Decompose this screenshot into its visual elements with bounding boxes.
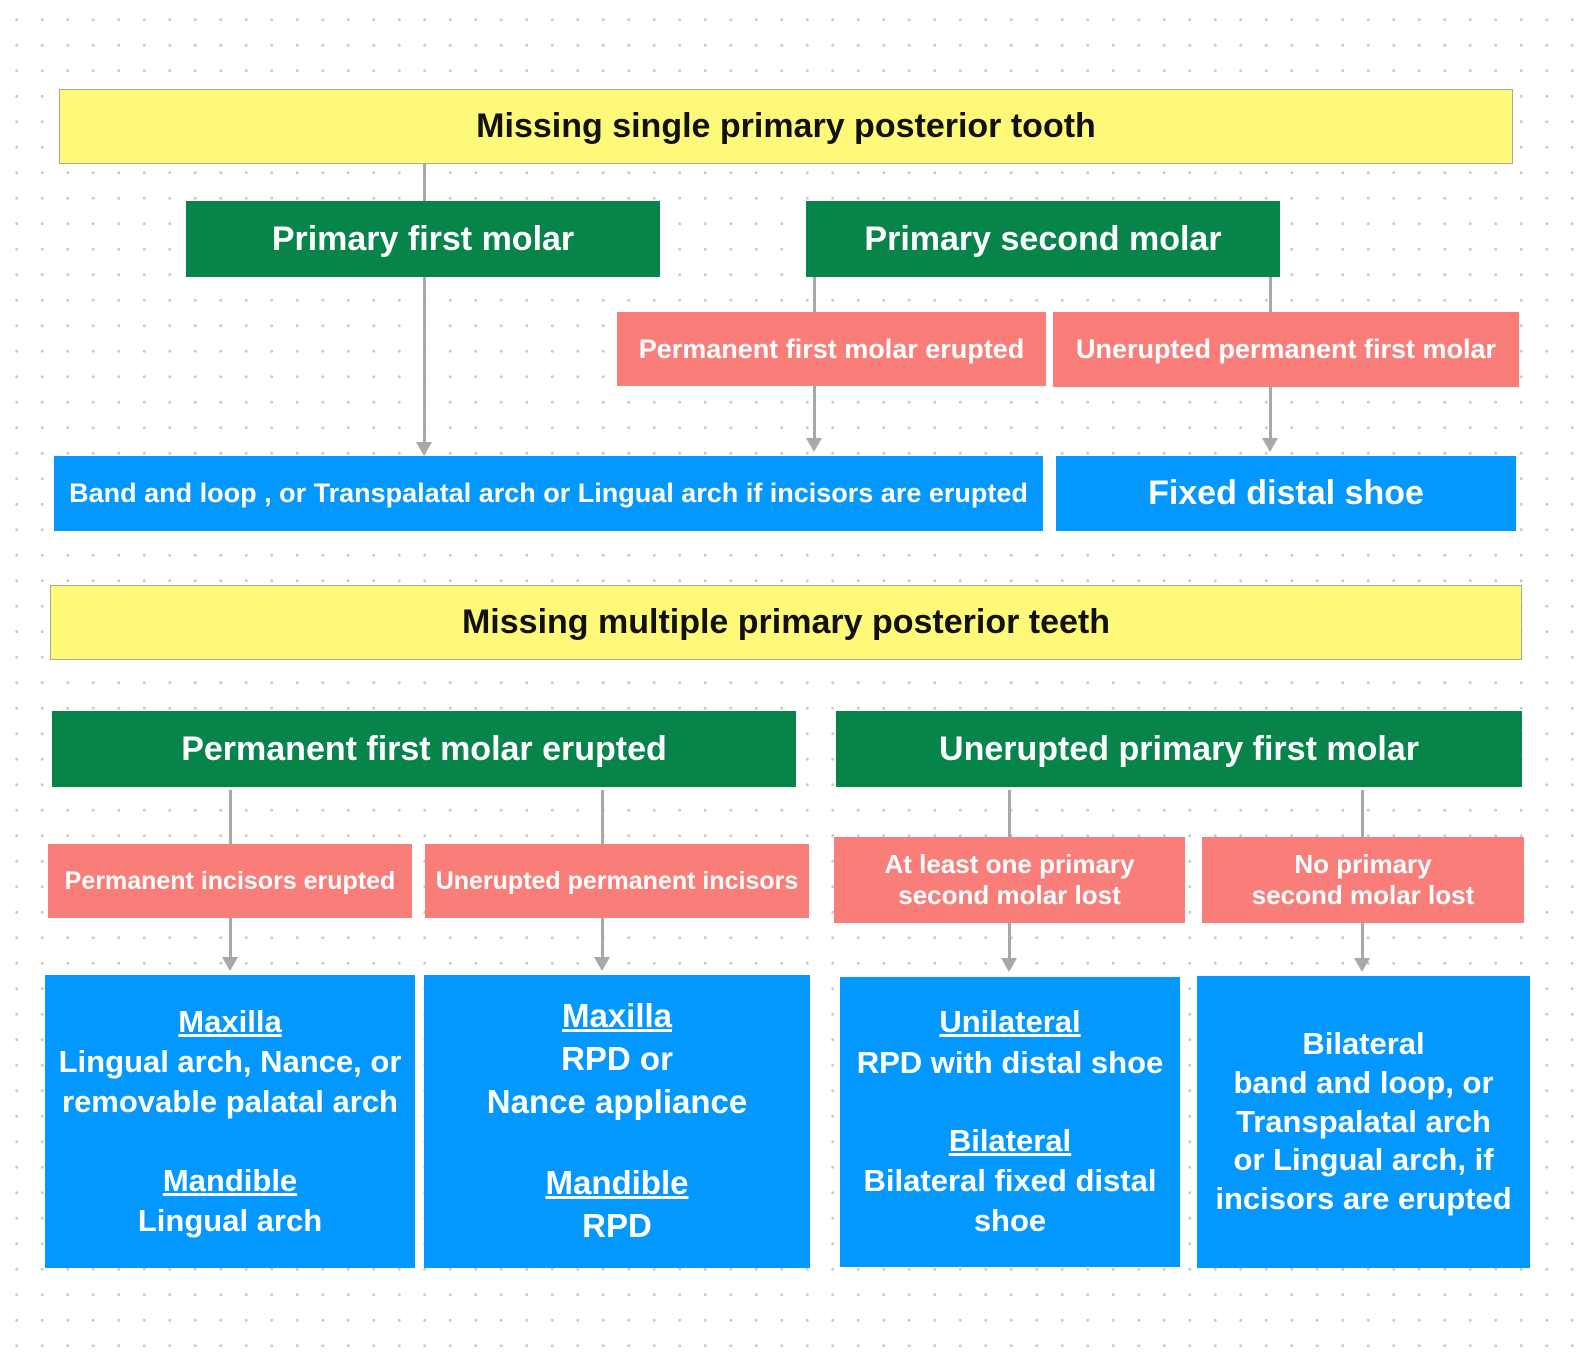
result-no-second-molar-lost-box: Bilateral band and loop, or Transpalatal… (1197, 976, 1530, 1268)
primary-first-molar-label: Primary first molar (271, 219, 575, 258)
connector-line (1008, 922, 1011, 960)
unerupted-perm-first-molar-label: Unerupted permanent first molar (1075, 334, 1497, 365)
mandible-heading: Mandible (545, 1163, 689, 1201)
unerupted-perm-first-molar-box: Unerupted permanent first molar (1053, 312, 1519, 387)
perm-first-molar-erupted-label: Permanent first molar erupted (638, 333, 1025, 364)
bilateral-option-line: shoe (973, 1203, 1047, 1239)
multiple-teeth-title: Missing multiple primary posterior teeth (50, 585, 1522, 660)
primary-second-molar-box: Primary second molar (806, 201, 1280, 277)
cond-incisors-unerupted-label: Unerupted permanent incisors (435, 867, 799, 895)
maxilla-heading: Maxilla (561, 997, 673, 1035)
mandible-option-line: RPD (582, 1206, 652, 1244)
group-perm-molar-erupted-label: Permanent first molar erupted (181, 729, 667, 768)
connector-line (423, 163, 426, 445)
connector-line (601, 790, 604, 845)
multiple-teeth-title-text: Missing multiple primary posterior teeth (461, 603, 1110, 642)
result-second-molar-lost-box: Unilateral RPD with distal shoe Bilatera… (840, 977, 1180, 1267)
connector-line (1008, 790, 1011, 838)
band-and-loop-result-box: Band and loop , or Transpalatal arch or … (54, 456, 1043, 531)
result-option-line: Bilateral (1302, 1026, 1425, 1062)
group-unerupted-primary-molar-label: Unerupted primary first molar (939, 729, 1419, 768)
cond-incisors-erupted-box: Permanent incisors erupted (48, 844, 412, 918)
spacer (59, 1123, 402, 1161)
connector-line (1269, 275, 1272, 313)
single-tooth-title: Missing single primary posterior tooth (59, 89, 1513, 164)
arrow-head (594, 957, 610, 971)
cond-second-molar-lost-line: second molar lost (898, 880, 1121, 910)
cond-incisors-erupted-label: Permanent incisors erupted (64, 867, 396, 895)
unilateral-option-line: RPD with distal shoe (856, 1044, 1164, 1080)
cond-second-molar-lost-box: At least one primary second molar lost (834, 837, 1185, 923)
maxilla-heading: Maxilla (178, 1003, 282, 1039)
arrow-head (222, 957, 238, 971)
perm-first-molar-erupted-box: Permanent first molar erupted (617, 312, 1046, 386)
cond-no-second-molar-lost-box: No primary second molar lost (1202, 837, 1524, 923)
primary-first-molar-box: Primary first molar (186, 201, 660, 277)
result-option-line: band and loop, or (1233, 1064, 1494, 1100)
arrow-head (416, 442, 432, 456)
connector-line (229, 917, 232, 959)
band-and-loop-result-label: Band and loop , or Transpalatal arch or … (69, 478, 1028, 509)
spacer (487, 1124, 747, 1162)
unilateral-heading: Unilateral (939, 1004, 1081, 1040)
maxilla-option-line: RPD or (561, 1040, 673, 1078)
mandible-heading: Mandible (162, 1162, 298, 1198)
group-unerupted-primary-molar-box: Unerupted primary first molar (836, 711, 1522, 787)
connector-line (1361, 790, 1364, 838)
cond-no-second-molar-lost-line: second molar lost (1251, 880, 1475, 910)
maxilla-option-line: Lingual arch, Nance, or (58, 1044, 402, 1080)
connector-line (601, 917, 604, 959)
arrow-head (1262, 438, 1278, 452)
arrow-head (1001, 958, 1017, 972)
connector-line (229, 790, 232, 845)
connector-line (813, 385, 816, 440)
bilateral-heading: Bilateral (948, 1122, 1072, 1158)
arrow-head (806, 438, 822, 452)
arrow-head (1354, 958, 1370, 972)
result-option-line: or Lingual arch, if (1233, 1142, 1494, 1178)
bilateral-option-line: Bilateral fixed distal (863, 1163, 1157, 1199)
connector-line (813, 275, 816, 313)
maxilla-option-line: Nance appliance (486, 1083, 748, 1121)
connector-line (1269, 386, 1272, 440)
result-option-line: incisors are erupted (1215, 1181, 1512, 1217)
spacer (857, 1083, 1164, 1121)
cond-no-second-molar-lost-line: No primary (1294, 848, 1432, 879)
group-perm-molar-erupted-box: Permanent first molar erupted (52, 711, 796, 787)
result-incisors-erupted-box: Maxilla Lingual arch, Nance, or removabl… (45, 975, 415, 1268)
fixed-distal-shoe-result-label: Fixed distal shoe (1148, 474, 1424, 513)
maxilla-option-line: removable palatal arch (62, 1084, 398, 1120)
primary-second-molar-label: Primary second molar (864, 219, 1222, 258)
result-option-line: Transpalatal arch (1235, 1103, 1491, 1139)
cond-second-molar-lost-line: At least one primary (884, 848, 1135, 879)
cond-incisors-unerupted-box: Unerupted permanent incisors (425, 844, 809, 918)
result-incisors-unerupted-box: Maxilla RPD or Nance appliance Mandible … (424, 975, 810, 1268)
fixed-distal-shoe-result-box: Fixed distal shoe (1056, 456, 1516, 531)
connector-line (1361, 922, 1364, 960)
single-tooth-title-text: Missing single primary posterior tooth (476, 107, 1096, 146)
mandible-option-line: Lingual arch (137, 1202, 323, 1238)
